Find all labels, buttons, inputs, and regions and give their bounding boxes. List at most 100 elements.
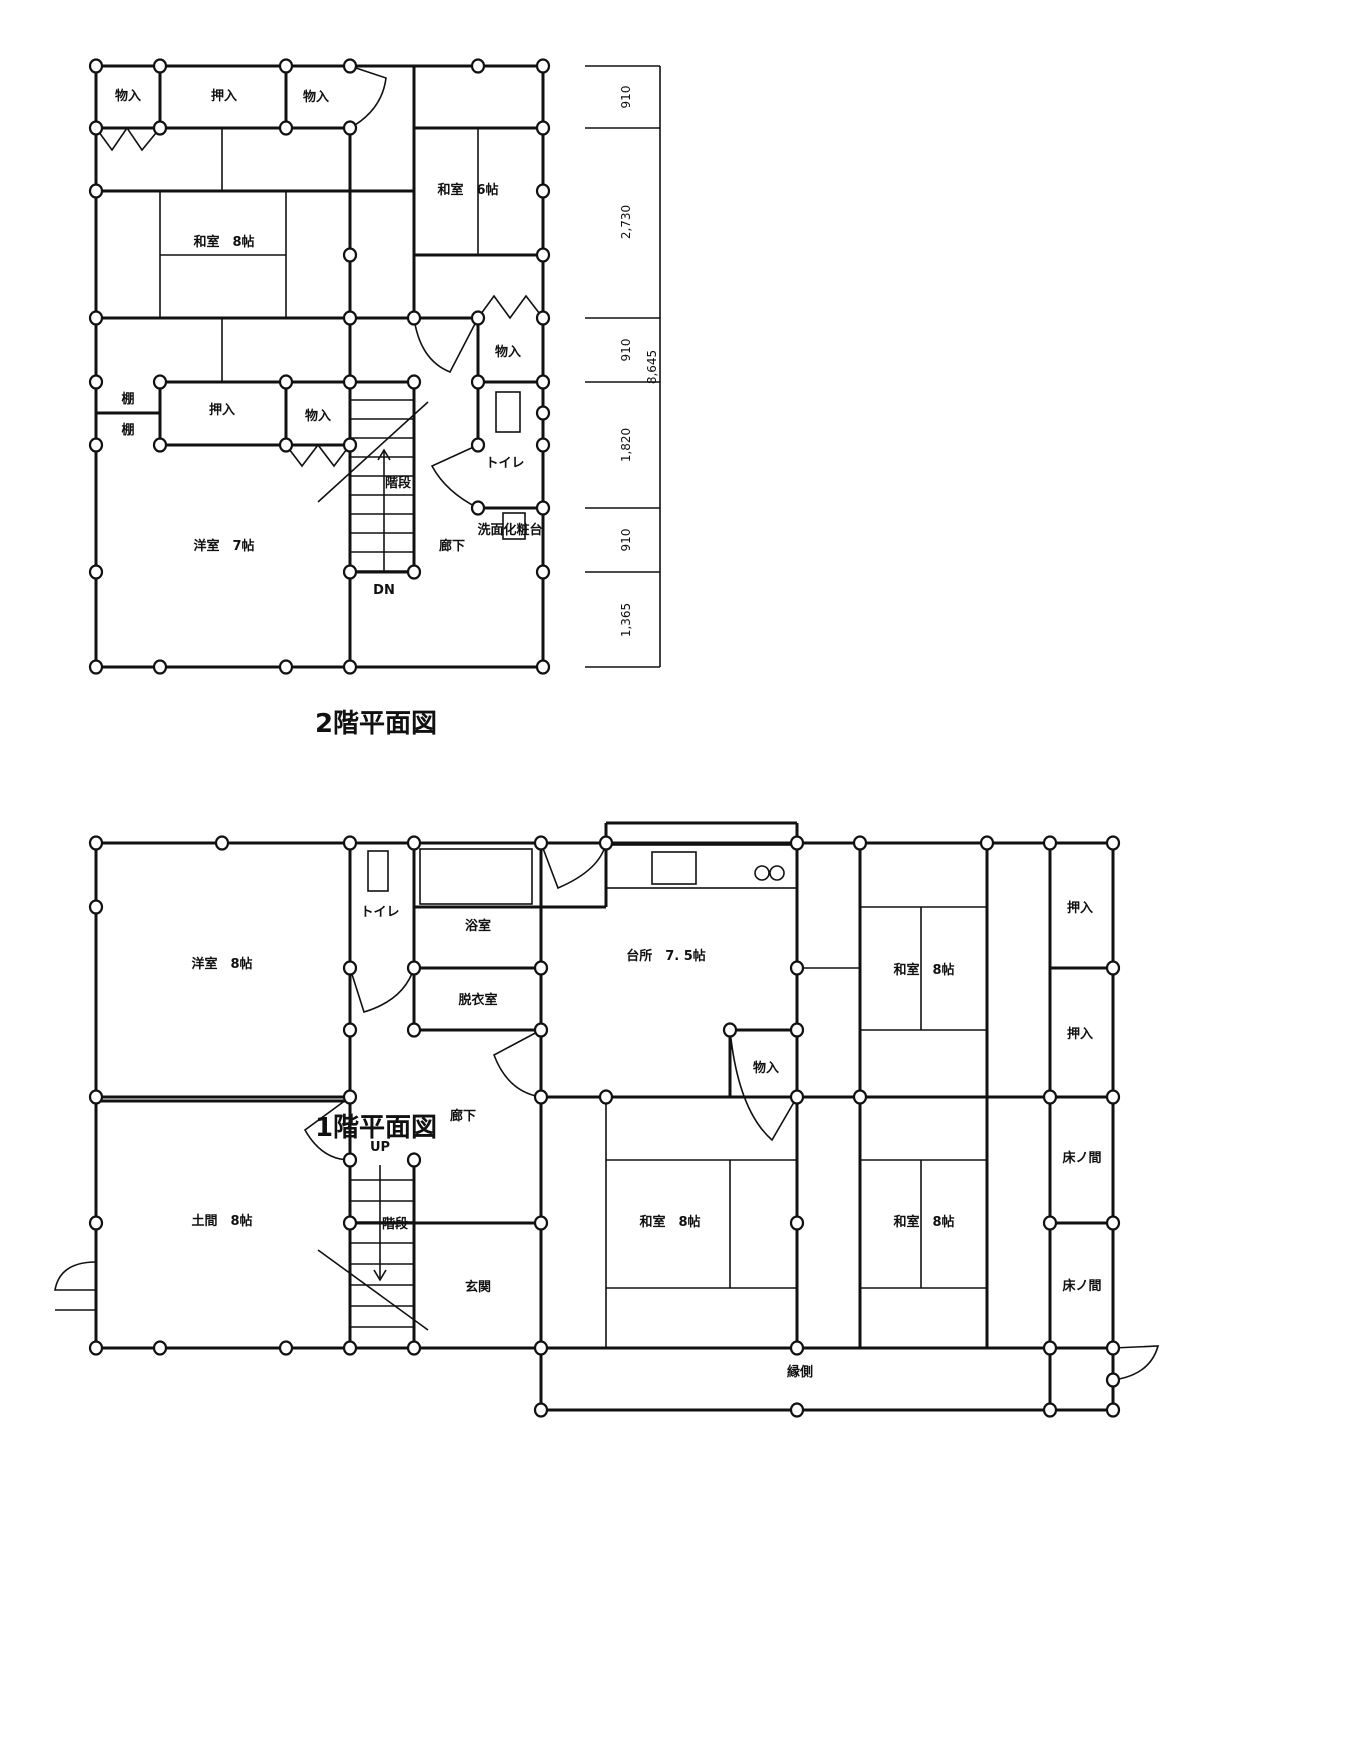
column-post [152,58,168,74]
column-post [342,120,358,136]
column-post [406,374,422,390]
column-post [278,58,294,74]
column-post [1042,1402,1058,1418]
room-label: 土間 8帖 [191,1213,252,1229]
room-label: 洗面化粧台 [477,522,542,538]
column-post [152,659,168,675]
room-label: 物入 [305,408,331,424]
room-label: 廊下 [450,1108,476,1124]
stove-burner [769,865,785,881]
dimension-label: 910 [619,86,633,109]
column-post [342,1215,358,1231]
column-post [470,374,486,390]
column-post [342,1089,358,1105]
column-post [789,1089,805,1105]
column-post [533,1022,549,1038]
column-post [1042,1340,1058,1356]
column-post [278,1340,294,1356]
stair-arrow-head [377,448,391,461]
dimension-label: 910 [619,339,633,362]
column-post [342,1340,358,1356]
column-post [1105,1402,1121,1418]
room-label: 和室 8帖 [893,962,954,978]
column-post [789,1215,805,1231]
room-label: 押入 [211,88,237,104]
room-label: 押入 [1067,900,1093,916]
column-post [342,1022,358,1038]
door-swing [413,317,479,374]
room-label: 縁側 [787,1364,813,1380]
column-post [535,405,551,421]
column-post [214,835,230,851]
room-label: 洋室 8帖 [191,956,252,972]
column-post [88,659,104,675]
column-post [533,1089,549,1105]
toilet-fixture [367,850,389,892]
column-post [406,835,422,851]
column-post [342,960,358,976]
column-post [342,1152,358,1168]
column-post [535,58,551,74]
column-post [1042,1089,1058,1105]
column-post [1105,1372,1121,1388]
column-post [535,120,551,136]
column-post [88,310,104,326]
column-post [88,1340,104,1356]
column-post [278,437,294,453]
column-post [88,183,104,199]
column-post [278,659,294,675]
column-post [1042,1215,1058,1231]
room-label: 棚 [121,391,134,407]
column-post [152,374,168,390]
dimension-label: 1,365 [619,603,633,637]
column-post [535,183,551,199]
floor1-labels: 洋室 8帖 トイレ 浴室 脱衣室 台所 7. 5帖 和室 8帖 押入 押入 物入… [191,900,1101,1380]
column-post [88,835,104,851]
column-post [533,1340,549,1356]
column-post [789,835,805,851]
closet-door [95,126,161,152]
dimension-label: 2,730 [619,205,633,239]
door-swing [1112,1345,1160,1381]
room-label: 浴室 [465,918,491,934]
stove-burner [754,865,770,881]
column-post [535,310,551,326]
bathtub [419,848,533,905]
column-post [979,835,995,851]
column-post [1042,835,1058,851]
column-post [342,310,358,326]
column-post [406,564,422,580]
room-label: 脱衣室 [458,992,497,1008]
column-post [406,1152,422,1168]
room-label: トイレ [360,905,399,920]
column-post [1105,1089,1121,1105]
column-post [342,247,358,263]
column-post [1105,1215,1121,1231]
column-post [533,960,549,976]
stair-cut-line [317,1249,429,1331]
room-label: 床ノ間 [1062,1150,1101,1166]
room-label: 物入 [303,89,329,105]
column-post [533,1215,549,1231]
door-swing [430,444,479,509]
column-post [406,310,422,326]
door-swing [493,1029,542,1098]
room-label: 押入 [209,402,235,418]
column-post [535,247,551,263]
column-post [342,374,358,390]
room-label: 和室 8帖 [193,234,254,250]
room-label: 床ノ間 [1062,1278,1101,1294]
door-swing [349,65,387,129]
column-post [342,437,358,453]
stair-arrow-head [373,1269,387,1282]
room-label: DN [373,583,395,598]
column-post [535,659,551,675]
column-post [789,960,805,976]
room-label: 物入 [115,88,141,104]
column-post [342,659,358,675]
room-label: 和室 8帖 [639,1214,700,1230]
room-label: 物入 [495,344,521,360]
column-post [598,835,614,851]
column-post [1105,960,1121,976]
